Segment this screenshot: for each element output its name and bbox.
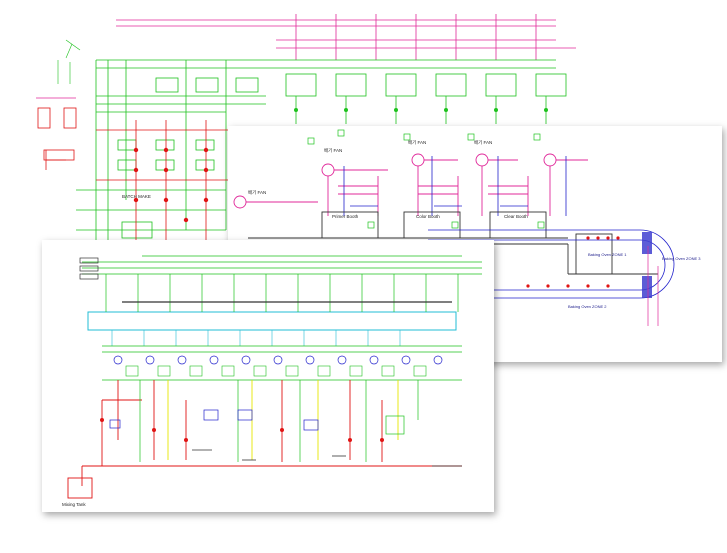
main-manifold — [87, 311, 457, 331]
oven-zone3-label: Baking Oven ZONE 3 — [662, 256, 701, 261]
booth-label-clear: Clear Booth — [504, 214, 528, 219]
mixing-tank — [67, 477, 93, 499]
oven-zone1-label: Baking Oven ZONE 1 — [588, 252, 627, 257]
exhaust-fan-icon — [321, 163, 335, 177]
exhaust-fan-icon — [233, 195, 247, 209]
booth-label-color: Color Booth — [416, 214, 440, 219]
front-drawing-sheet: Mixing Tank — [42, 240, 494, 512]
exhaust-fan-icon — [475, 153, 489, 167]
fan-label-3: 배기 FAN — [474, 139, 492, 146]
paint-line-schematic: 배기 FAN 배기 FAN 배기 FAN 배기 FAN Primer Booth… — [233, 129, 701, 326]
fan-label-0: 배기 FAN — [248, 189, 266, 196]
booth-label-primer: Primer Booth — [332, 214, 359, 219]
oven-zone2-label: Baking Oven ZONE 2 — [568, 304, 607, 309]
mixing-process-schematic: Mixing Tank — [62, 255, 482, 507]
fan-label-2: 배기 FAN — [408, 139, 426, 146]
exhaust-fan-icon — [411, 153, 425, 167]
exhaust-fan-icon — [543, 153, 557, 167]
back-schematic: BATCH MAKE — [36, 14, 576, 240]
fan-label-1: 배기 FAN — [324, 147, 342, 154]
batch-make-label: BATCH MAKE — [122, 194, 151, 199]
mixing-tank-label: Mixing Tank — [62, 502, 86, 507]
